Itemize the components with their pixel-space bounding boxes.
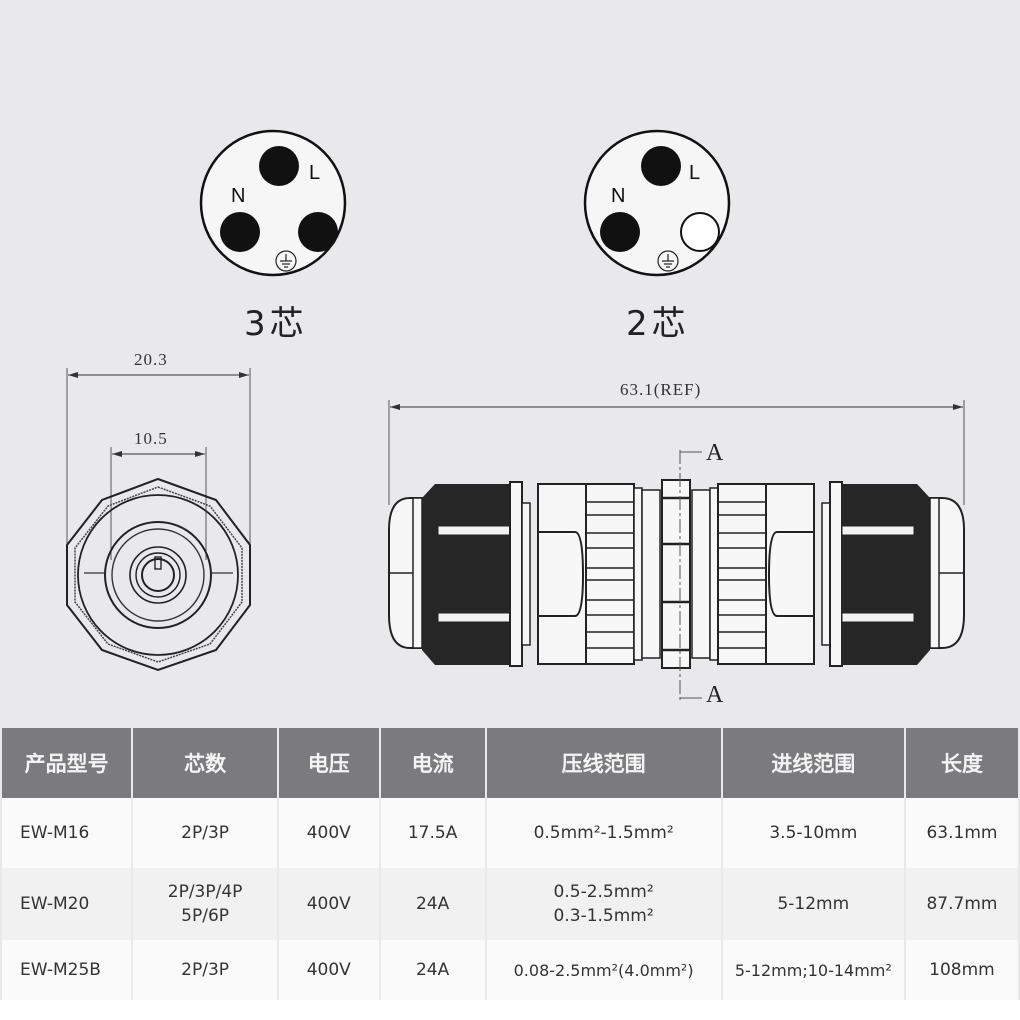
cell-cores-line1: 2P/3P/4P xyxy=(167,882,243,902)
core-count-label-2: 2芯 xyxy=(626,304,690,344)
earth-ground-icon xyxy=(657,250,679,272)
cell-current: 24A xyxy=(380,868,485,940)
pin-label-l: L xyxy=(689,162,701,184)
table-header-row: 产品型号 芯数 电压 电流 压线范围 进线范围 长度 xyxy=(2,728,1018,798)
cell-current: 17.5A xyxy=(380,798,485,868)
side-view-svg xyxy=(388,400,965,700)
header-crimp-range: 压线范围 xyxy=(486,728,721,798)
table-row: EW-M25B 2P/3P 400V 24A 0.08-2.5mm²(4.0mm… xyxy=(2,940,1018,1000)
cell-crimp-range: 0.08-2.5mm²(4.0mm²) xyxy=(486,940,721,1000)
overall-length-dimension: 63.1(REF) xyxy=(620,380,702,399)
cell-model: EW-M25B xyxy=(2,940,132,1000)
cell-current: 24A xyxy=(380,940,485,1000)
pin-label-n: N xyxy=(611,185,626,207)
cell-model: EW-M16 xyxy=(2,798,132,868)
table-row: EW-M20 2P/3P/4P 5P/6P 400V 24A 0.5-2.5mm… xyxy=(2,868,1018,940)
pin-label-l: L xyxy=(309,162,321,184)
cell-crimp-line1: 0.5-2.5mm² xyxy=(553,882,654,902)
core-count-label-3: 3芯 xyxy=(244,304,308,344)
cell-cores-line2: 5P/6P xyxy=(181,906,230,926)
cell-cores: 2P/3P xyxy=(133,940,277,1000)
header-cable-range: 进线范围 xyxy=(722,728,904,798)
header-current: 电流 xyxy=(380,728,485,798)
cell-length: 63.1mm xyxy=(905,798,1018,868)
header-length: 长度 xyxy=(905,728,1018,798)
cell-cable-range: 5-12mm xyxy=(722,868,904,940)
pin-label-n: N xyxy=(231,185,246,207)
cell-voltage: 400V xyxy=(278,868,379,940)
header-model: 产品型号 xyxy=(2,728,132,798)
section-marker-top: A xyxy=(706,440,724,466)
cell-cable-range: 3.5-10mm xyxy=(722,798,904,868)
cell-length: 87.7mm xyxy=(905,868,1018,940)
cell-crimp-range: 0.5mm²-1.5mm² xyxy=(486,798,721,868)
cell-cores: 2P/3P xyxy=(133,798,277,868)
bottom-margin xyxy=(0,1000,1020,1020)
earth-ground-icon xyxy=(275,250,297,272)
table-row: EW-M16 2P/3P 400V 17.5A 0.5mm²-1.5mm² 3.… xyxy=(2,798,1018,868)
inner-diameter-dimension: 10.5 xyxy=(134,429,168,448)
spec-table: 产品型号 芯数 电压 电流 压线范围 进线范围 长度 EW-M16 2P/3P … xyxy=(0,728,1020,1000)
connector-face-2-core xyxy=(583,129,731,277)
cell-cores: 2P/3P/4P 5P/6P xyxy=(133,868,277,940)
cell-voltage: 400V xyxy=(278,940,379,1000)
end-view-svg xyxy=(66,368,251,672)
end-view-drawing: 20.3 10.5 xyxy=(50,340,280,700)
header-cores: 芯数 xyxy=(133,728,277,798)
pin-diagram-3-core: L N xyxy=(198,128,348,278)
cell-crimp-range: 0.5-2.5mm² 0.3-1.5mm² xyxy=(486,868,721,940)
cell-crimp-line2: 0.3-1.5mm² xyxy=(553,906,654,926)
outer-diameter-dimension: 20.3 xyxy=(134,350,168,369)
connector-face-3-core xyxy=(199,129,347,277)
section-marker-bottom: A xyxy=(706,682,724,708)
cell-model: EW-M20 xyxy=(2,868,132,940)
side-view-drawing: 63.1(REF) A A xyxy=(380,370,980,720)
cell-length: 108mm xyxy=(905,940,1018,1000)
pin-diagram-2-core: L N xyxy=(582,128,732,278)
cell-voltage: 400V xyxy=(278,798,379,868)
header-voltage: 电压 xyxy=(278,728,379,798)
cell-cable-range: 5-12mm;10-14mm² xyxy=(722,940,904,1000)
